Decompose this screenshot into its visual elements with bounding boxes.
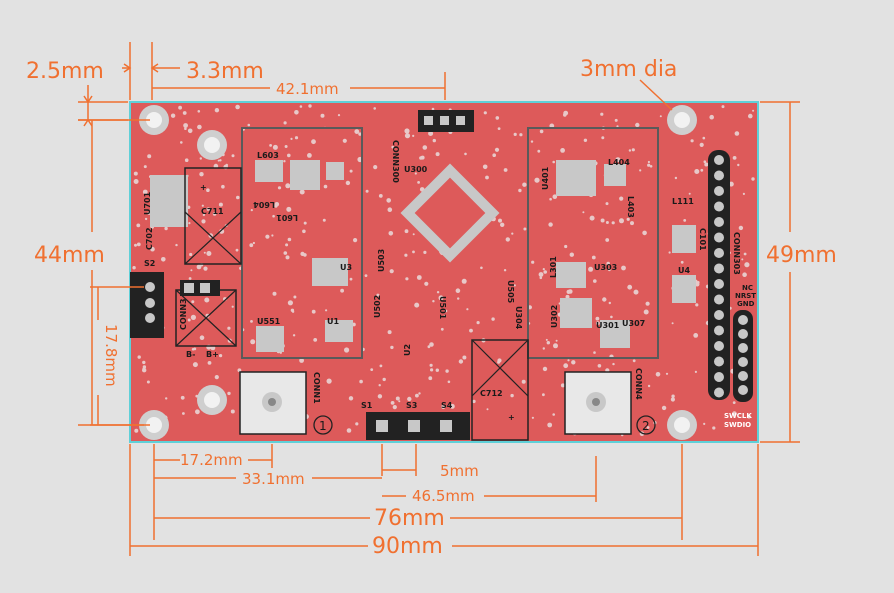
dim-label-3mm-dia: 3mm dia xyxy=(580,57,677,82)
label-l604: L604 xyxy=(253,200,275,209)
label-u505: U505 xyxy=(506,280,515,304)
pcb-board: CONN300 U300 L603 L604 L601 L404 U401 L4… xyxy=(129,101,759,443)
label-u501: U501 xyxy=(438,296,447,320)
label-swclk: SWCLK xyxy=(724,412,752,420)
label-u401: U401 xyxy=(541,166,550,190)
regulator-block xyxy=(150,167,242,265)
label-l403: L403 xyxy=(626,196,635,218)
label-u3: U3 xyxy=(340,263,352,272)
mounting-hole-bottom-left xyxy=(139,410,169,440)
label-u301: U301 xyxy=(596,321,620,330)
label-u503: U503 xyxy=(377,249,386,272)
label-u701: U701 xyxy=(143,191,152,215)
sensor-block-right xyxy=(527,127,659,359)
label-conn3: CONN3 xyxy=(179,298,188,330)
connector-conn4 xyxy=(564,371,632,435)
label-u302: U302 xyxy=(550,305,559,328)
svg-text:2: 2 xyxy=(642,419,650,433)
label-c702: C702 xyxy=(145,227,154,250)
marker-1: 1 xyxy=(313,415,333,435)
dim-label-44mm: 44mm xyxy=(34,243,105,268)
label-u502: U502 xyxy=(373,295,382,318)
label-u4: U4 xyxy=(678,266,690,275)
dim-label-46-5mm: 46.5mm xyxy=(412,487,475,505)
label-b-minus: B- xyxy=(186,350,195,359)
label-c712: C712 xyxy=(480,389,503,398)
label-conn4: CONN4 xyxy=(634,368,643,400)
switches-s1-s3-s4 xyxy=(366,412,470,440)
label-u300: U300 xyxy=(404,165,428,174)
dim-label-42-1mm: 42.1mm xyxy=(276,80,339,98)
svg-text:1: 1 xyxy=(319,419,327,433)
label-l301: L301 xyxy=(549,256,558,278)
label-swdio: SWDIO xyxy=(724,421,751,429)
mounting-hole-inner-bottom xyxy=(197,385,227,415)
mounting-hole-top-right xyxy=(667,105,697,135)
dim-label-90mm: 90mm xyxy=(372,534,443,559)
conn303-header xyxy=(708,150,730,400)
label-s2: S2 xyxy=(144,259,155,268)
dim-label-33-1mm: 33.1mm xyxy=(242,470,305,488)
dim-label-76mm: 76mm xyxy=(374,506,445,531)
label-conn303: CONN303 xyxy=(732,232,741,275)
label-l603: L603 xyxy=(257,151,279,160)
dim-label-17-8mm: 17.8mm xyxy=(102,324,120,387)
dim-label-49mm: 49mm xyxy=(766,243,837,268)
battery-connector xyxy=(175,280,237,347)
dim-label-3-3mm: 3.3mm xyxy=(186,59,264,84)
mounting-hole-inner-top xyxy=(197,130,227,160)
label-l404: L404 xyxy=(608,158,630,167)
capacitor-c712 xyxy=(471,339,529,441)
dimension-lines xyxy=(78,42,800,556)
mounting-hole-bottom-right xyxy=(667,410,697,440)
label-conn300: CONN300 xyxy=(391,140,400,183)
dim-label-5mm: 5mm xyxy=(440,462,479,480)
label-l111: L111 xyxy=(672,197,694,206)
mounting-hole-top-left xyxy=(139,105,169,135)
label-u551: U551 xyxy=(257,317,281,326)
u4-component xyxy=(672,225,696,303)
sensor-block-left xyxy=(241,127,363,359)
board-body xyxy=(130,102,758,442)
label-nrst: NRST xyxy=(735,292,756,300)
label-u307: U307 xyxy=(622,319,645,328)
connector-conn1 xyxy=(239,371,307,435)
switch-s2 xyxy=(130,272,164,338)
label-s3: S3 xyxy=(406,401,417,410)
conn300-header xyxy=(418,110,474,132)
label-u1: U1 xyxy=(327,317,339,326)
label-conn1: CONN1 xyxy=(312,372,321,404)
dim-label-2-5mm: 2.5mm xyxy=(26,59,104,84)
label-nc: NC xyxy=(742,284,753,292)
label-gnd: GND xyxy=(737,300,755,308)
label-c711: C711 xyxy=(201,207,224,216)
label-c101: C101 xyxy=(698,228,707,251)
label-u304: U304 xyxy=(514,306,523,330)
dim-label-17-2mm: 17.2mm xyxy=(180,451,243,469)
label-u303: U303 xyxy=(594,263,617,272)
mcu-chip xyxy=(400,163,500,263)
label-l601: L601 xyxy=(276,213,298,222)
label-s4: S4 xyxy=(441,401,453,410)
label-plus-2: + xyxy=(508,413,515,422)
label-u2: U2 xyxy=(403,344,412,356)
swd-header xyxy=(733,310,753,402)
label-plus-1: + xyxy=(200,183,207,192)
label-s1: S1 xyxy=(361,401,373,410)
label-b-plus: B+ xyxy=(206,350,219,359)
marker-2: 2 xyxy=(636,415,656,435)
